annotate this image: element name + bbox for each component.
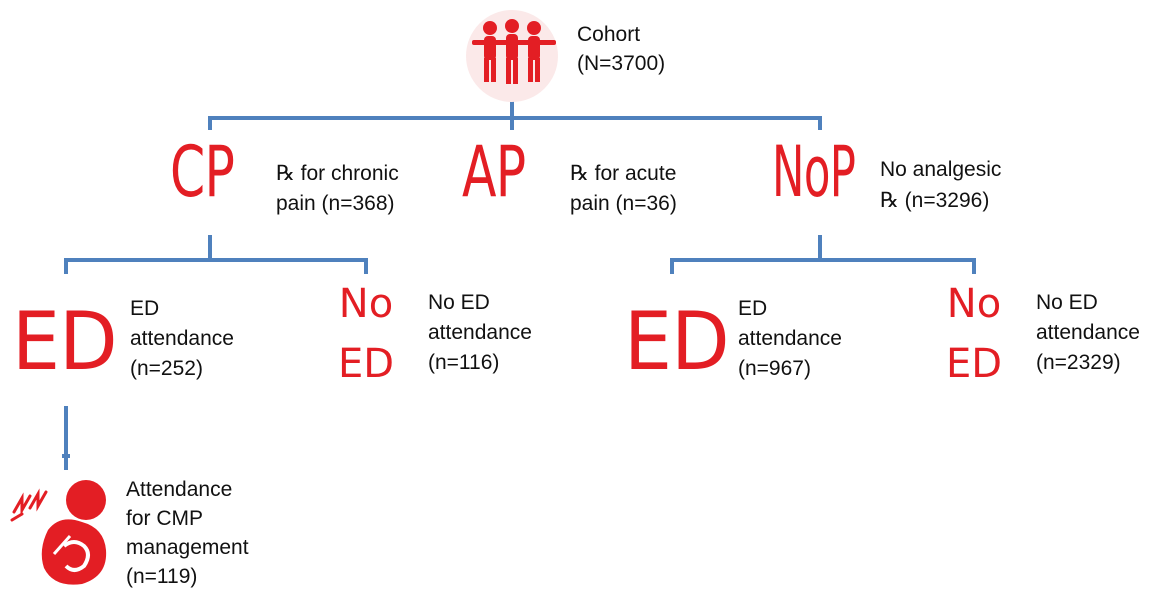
- nop-no-ed-label-line3: (n=2329): [1036, 351, 1121, 374]
- nop-ed-label-line1: ED: [738, 297, 768, 320]
- nop-no-ed-label-line2: attendance: [1036, 321, 1140, 344]
- nop-ed-label-line2: attendance: [738, 327, 842, 350]
- cp-ed-abbreviation: ED: [12, 295, 118, 388]
- nop-abbreviation: NoP: [772, 131, 856, 213]
- cp-no-ed-abbreviation: No ED: [330, 284, 402, 390]
- cmp-label-line3: management: [126, 536, 249, 559]
- cp-no-ed-abbr-top: No: [338, 281, 394, 327]
- ap-abbreviation: AP: [462, 131, 526, 213]
- nop-connector: [670, 235, 976, 274]
- cp-ed-label-line3: (n=252): [130, 357, 203, 380]
- cp-no-ed-label-line1: No ED: [428, 291, 490, 314]
- nop-label-line1: No analgesic: [880, 158, 1002, 181]
- people-group-icon: [458, 8, 566, 104]
- nop-label-line2: ℞ (n=3296): [880, 189, 990, 212]
- nop-no-ed-abbr-top: No: [946, 281, 1002, 327]
- cp-no-ed-label-line2: attendance: [428, 321, 532, 344]
- ap-label-line1: ℞ for acute: [570, 162, 677, 185]
- cp-label-line1: ℞ for chronic: [276, 162, 399, 185]
- cp-no-ed-abbr-bottom: ED: [337, 341, 395, 387]
- cohort-title: Cohort: [577, 23, 641, 46]
- cp-no-ed-label-line3: (n=116): [428, 351, 500, 374]
- cp-connector: [64, 235, 368, 274]
- cmp-label-line1: Attendance: [126, 478, 233, 501]
- cp-ed-label-line2: attendance: [130, 327, 234, 350]
- nop-no-ed-label-line1: No ED: [1036, 291, 1098, 314]
- cmp-label-line2: for CMP: [126, 507, 204, 530]
- nop-ed-abbreviation: ED: [624, 295, 730, 388]
- nop-no-ed-abbr-bottom: ED: [945, 341, 1003, 387]
- ed-connector: [62, 406, 70, 470]
- ap-label-line2: pain (n=36): [570, 192, 677, 215]
- root-connector: [208, 100, 822, 130]
- nop-ed-label-line3: (n=967): [738, 357, 811, 380]
- cohort-node: Cohort (N=3700): [458, 8, 688, 104]
- nop-no-ed-abbreviation: No ED: [938, 284, 1010, 390]
- cp-label-line2: pain (n=368): [276, 192, 395, 215]
- chest-pain-icon: [8, 470, 118, 588]
- cmp-label-line4: (n=119): [126, 565, 198, 588]
- cp-abbreviation: CP: [170, 131, 235, 213]
- cohort-count: (N=3700): [577, 52, 666, 75]
- cp-ed-label-line1: ED: [130, 297, 160, 320]
